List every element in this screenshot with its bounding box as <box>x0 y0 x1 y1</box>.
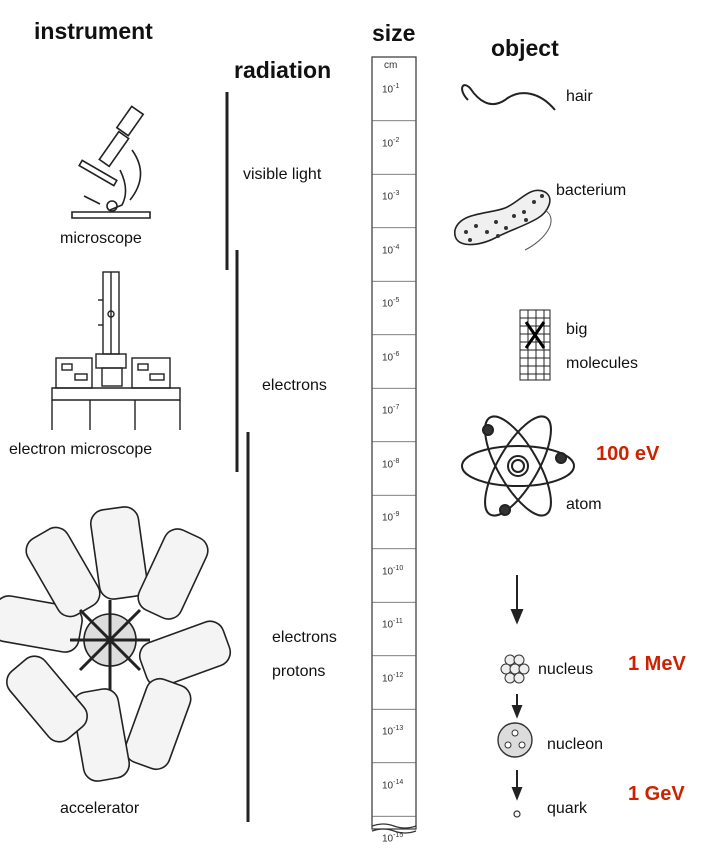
tick-exponent: -14 <box>393 779 403 786</box>
object-label-bacterium: bacterium <box>556 182 626 200</box>
tick-base: 10 <box>382 833 393 844</box>
tick-exponent: -3 <box>393 190 399 197</box>
tick-exponent: -15 <box>393 832 403 839</box>
instrument-label-accelerator: accelerator <box>60 800 139 818</box>
tick-base: 10 <box>382 352 393 363</box>
scale-tick-label: 10-2 <box>382 137 399 149</box>
tick-exponent: -6 <box>393 351 399 358</box>
scale-tick-label: 10-1 <box>382 83 399 95</box>
tick-exponent: -4 <box>393 244 399 251</box>
scale-tick-label: 10-10 <box>382 565 403 577</box>
scale-tick-label: 10-7 <box>382 404 399 416</box>
radiation-label-electrons: electrons <box>262 377 327 395</box>
tick-base: 10 <box>382 726 393 737</box>
microscope-icon <box>72 106 150 218</box>
molecule-icon <box>520 310 550 380</box>
scale-tick-label: 10-3 <box>382 190 399 202</box>
scale-frame <box>372 57 416 829</box>
tick-exponent: -7 <box>393 404 399 411</box>
scale-tick-label: 10-6 <box>382 351 399 363</box>
radiation-label-protons: protons <box>272 663 325 681</box>
tick-base: 10 <box>382 138 393 149</box>
nucleon-icon <box>498 723 532 757</box>
object-header: object <box>491 35 559 62</box>
tick-base: 10 <box>382 245 393 256</box>
object-label-atom: atom <box>566 496 602 514</box>
object-label-molecules: molecules <box>566 355 638 373</box>
tick-base: 10 <box>382 566 393 577</box>
instrument-header: instrument <box>34 18 153 45</box>
tick-exponent: -8 <box>393 458 399 465</box>
tick-exponent: -11 <box>393 618 403 625</box>
scale-down-arrow-3 <box>513 770 521 798</box>
tick-exponent: -1 <box>393 83 399 90</box>
tick-exponent: -12 <box>393 672 403 679</box>
instrument-label-electron-microscope: electron microscope <box>9 441 152 459</box>
scale-tick-label: 10-12 <box>382 672 403 684</box>
object-label-nucleus: nucleus <box>538 661 593 679</box>
scale-tick-label: 10-9 <box>382 511 399 523</box>
scale-tick-label: 10-13 <box>382 725 403 737</box>
scale-tick-label: 10-5 <box>382 297 399 309</box>
tick-base: 10 <box>382 405 393 416</box>
size-scale-column <box>372 57 416 833</box>
radiation-header: radiation <box>234 57 331 84</box>
electron-microscope-icon <box>52 272 180 430</box>
object-label-big: big <box>566 321 587 339</box>
energy-label-100ev: 100 eV <box>596 443 659 466</box>
tick-base: 10 <box>382 619 393 630</box>
scale-tick-label: 10-14 <box>382 779 403 791</box>
object-label-nucleon: nucleon <box>547 736 603 754</box>
radiation-label-electrons-2: electrons <box>272 629 337 647</box>
scale-down-arrow-1 <box>512 575 522 622</box>
tick-base: 10 <box>382 459 393 470</box>
tick-exponent: -5 <box>393 297 399 304</box>
hair-icon <box>462 85 555 110</box>
accelerator-icon <box>0 505 234 783</box>
bacterium-icon <box>455 190 551 250</box>
tick-base: 10 <box>382 512 393 523</box>
energy-label-1mev: 1 MeV <box>628 653 686 676</box>
atom-icon <box>462 408 574 525</box>
radiation-label-visible-light: visible light <box>243 166 321 184</box>
instrument-label-microscope: microscope <box>60 230 142 248</box>
tick-exponent: -13 <box>393 725 403 732</box>
energy-label-1gev: 1 GeV <box>628 783 685 806</box>
scale-tick-label: 10-15 <box>382 832 403 844</box>
tick-base: 10 <box>382 673 393 684</box>
tick-base: 10 <box>382 298 393 309</box>
tick-exponent: -2 <box>393 137 399 144</box>
scale-tick-label: 10-11 <box>382 618 403 630</box>
tick-base: 10 <box>382 84 393 95</box>
scale-down-arrow-2 <box>513 694 521 716</box>
tick-exponent: -10 <box>393 565 403 572</box>
scale-tick-label: 10-8 <box>382 458 399 470</box>
tick-base: 10 <box>382 191 393 202</box>
quark-icon <box>514 811 520 817</box>
tick-base: 10 <box>382 780 393 791</box>
object-label-quark: quark <box>547 800 587 818</box>
size-header: size <box>372 20 415 47</box>
object-label-hair: hair <box>566 88 593 106</box>
scale-tick-label: 10-4 <box>382 244 399 256</box>
nucleus-icon <box>501 655 529 683</box>
tick-exponent: -9 <box>393 511 399 518</box>
scale-unit-label: cm <box>384 60 397 71</box>
